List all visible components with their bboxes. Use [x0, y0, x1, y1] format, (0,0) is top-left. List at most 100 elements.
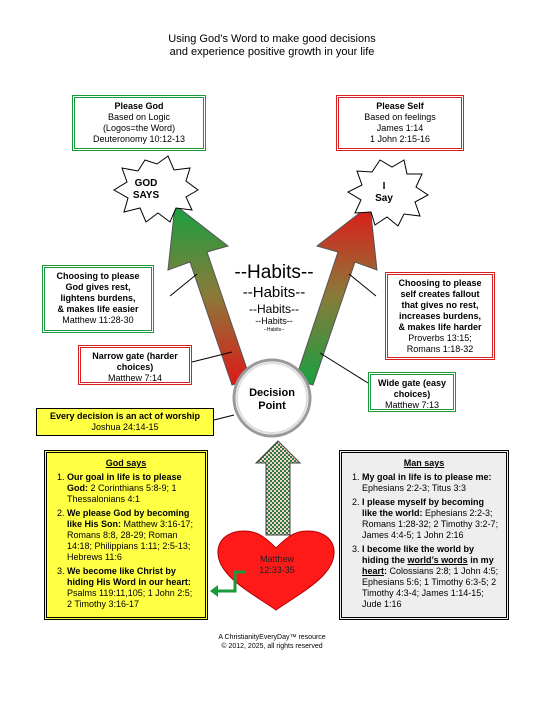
habits-5: --Habits--	[263, 327, 285, 333]
habits-4: --Habits--	[255, 316, 293, 326]
god-says-line2: SAYS	[132, 190, 160, 201]
man-says-item-1-refs: Ephesians 2:2-3; Titus 3:3	[362, 483, 467, 493]
footer-line1: A ChristianityEveryDay™ resource	[218, 634, 326, 641]
man-says-item-1-bold: My goal in life is to please me:	[362, 472, 492, 482]
decision-point-inner	[236, 362, 308, 434]
decision-point-line2: Point	[258, 400, 286, 412]
man-says-list: My goal in life is to please me: Ephesia…	[348, 472, 500, 610]
please-god-line3: Deuteronomy 10:12-13	[92, 134, 186, 144]
man-says-item-3-bold-a: I become like the world by hiding the	[362, 544, 475, 565]
choose-self-line2: self creates fallout	[400, 289, 480, 299]
please-self-line1: Based on feelings	[364, 112, 436, 122]
i-say-burst	[346, 159, 429, 227]
worship-line1: Every decision is an act of worship	[49, 411, 201, 421]
god-says-item-2-bold: We please God by becoming like His Son:	[67, 508, 190, 529]
man-says-item-2: I please myself by becoming like the wor…	[362, 497, 500, 541]
i-say-line2: Say	[375, 193, 393, 204]
wide-gate-ref: Matthew 7:13	[384, 400, 440, 410]
habits-3: --Habits--	[249, 302, 299, 316]
man-says-item-2-refs: Ephesians 2:2-3; Romans 1:28-32; 2 Timot…	[362, 508, 499, 540]
narrow-gate-box: Narrow gate (harder choices) Matthew 7:1…	[78, 345, 192, 385]
footer: A ChristianityEveryDay™ resource © 2012,…	[0, 633, 544, 651]
title-line-2: and experience positive growth in your l…	[169, 46, 375, 58]
choose-god-box: Choosing to please God gives rest, light…	[42, 265, 154, 333]
wide-gate-line2: choices)	[393, 389, 431, 399]
please-god-line1: Based on Logic	[107, 112, 171, 122]
god-says-burst	[113, 155, 199, 223]
man-says-item-3-underline-a: world’s words	[407, 555, 468, 565]
habits-2: --Habits--	[242, 284, 306, 301]
man-says-item-3-bold-b: in my	[467, 555, 494, 565]
please-self-box: Please Self Based on feelings James 1:14…	[336, 95, 464, 151]
heart-shape	[217, 530, 335, 611]
habits-1: --Habits--	[234, 262, 314, 283]
footer-line2: © 2012, 2025, all rights reserved	[221, 643, 323, 650]
choose-god-line4: & makes life easier	[57, 304, 139, 314]
choose-god-line1: Choosing to please	[56, 271, 140, 281]
habits-text: --Habits-- --Habits-- --Habits-- --Habit…	[214, 262, 334, 334]
heart-label: Matthew 12:33-35	[250, 554, 304, 576]
man-says-item-3: I become like the world by hiding the wo…	[362, 544, 500, 610]
god-says-item-3-refs: Psalms 119:11,105; 1 John 2:5; 2 Timothy…	[67, 588, 193, 609]
god-says-label: GOD SAYS	[126, 178, 166, 202]
heart-line1: Matthew	[259, 554, 294, 564]
man-says-panel-title: Man says	[403, 458, 445, 468]
choose-self-line4: increases burdens,	[398, 311, 482, 321]
choose-self-line3: that gives no rest,	[401, 300, 479, 310]
please-self-line3: 1 John 2:15-16	[369, 134, 431, 144]
choose-self-box: Choosing to please self creates fallout …	[385, 272, 495, 360]
wide-gate-line1: Wide gate (easy	[378, 378, 446, 388]
god-says-item-2: We please God by becoming like His Son: …	[67, 508, 199, 563]
god-says-item-3-bold: We become like Christ by hiding His Word…	[67, 566, 191, 587]
man-says-item-3-underline-b: heart	[362, 566, 385, 576]
choose-god-ref: Matthew 11:28-30	[62, 315, 134, 325]
choose-god-line2: God gives rest,	[65, 282, 131, 292]
narrow-gate-ref: Matthew 7:14	[107, 373, 163, 383]
choose-self-line5: & makes life harder	[398, 322, 482, 332]
heart-line2: 12:33-35	[259, 565, 295, 575]
please-god-line2: (Logos=the Word)	[102, 123, 176, 133]
god-says-item-1-refs: 2 Corinthians 5:8-9; 1 Thessalonians 4:1	[67, 483, 177, 504]
decision-point-label: Decision Point	[242, 387, 302, 413]
i-say-label: I Say	[369, 181, 399, 205]
connector-choose-god	[169, 273, 198, 297]
heart-to-godsays-arrowhead	[210, 585, 218, 597]
please-self-title: Please Self	[376, 101, 424, 111]
god-says-line1: GOD	[134, 178, 158, 189]
god-says-item-1: Our goal in life is to please God: 2 Cor…	[67, 472, 199, 505]
decision-point-circle	[232, 358, 312, 438]
please-self-line2: James 1:14	[376, 123, 424, 133]
god-says-panel: God says Our goal in life is to please G…	[44, 450, 208, 620]
god-says-list: Our goal in life is to please God: 2 Cor…	[53, 472, 199, 610]
man-says-item-3-refs: Colossians 2:8; 1 John 4:5; Ephesians 5:…	[362, 566, 499, 609]
worship-ref: Joshua 24:14-15	[91, 422, 159, 432]
please-god-title: Please God	[114, 101, 164, 111]
god-says-item-2-refs: Matthew 3:16-17; Romans 8:8, 28-29; Roma…	[67, 519, 194, 562]
please-god-box: Please God Based on Logic (Logos=the Wor…	[72, 95, 206, 151]
page-title: Using God’s Word to make good decisions …	[0, 33, 544, 59]
god-says-panel-title: God says	[105, 458, 147, 468]
i-say-line1: I	[382, 181, 386, 192]
narrow-gate-line2: choices)	[116, 362, 154, 372]
connector-wide-gate	[319, 352, 369, 384]
man-says-item-1: My goal in life is to please me: Ephesia…	[362, 472, 500, 494]
connector-worship	[213, 414, 235, 421]
man-says-item-3-bold-c: :	[384, 566, 388, 576]
wide-gate-box: Wide gate (easy choices) Matthew 7:13	[368, 372, 456, 412]
choose-self-ref2: Romans 1:18-32	[406, 344, 474, 354]
man-says-item-2-bold: I please myself by becoming like the wor…	[362, 497, 485, 518]
heart-to-godsays-arrow	[216, 570, 245, 593]
title-line-1: Using God’s Word to make good decisions	[168, 33, 376, 45]
worship-box: Every decision is an act of worship Josh…	[36, 408, 214, 436]
man-says-panel: Man says My goal in life is to please me…	[339, 450, 509, 620]
narrow-gate-line1: Narrow gate (harder	[92, 351, 178, 361]
decision-point-line1: Decision	[249, 387, 295, 399]
connector-choose-self	[348, 273, 377, 297]
god-says-item-1-bold: Our goal in life is to please God:	[67, 472, 182, 493]
choose-god-line3: lightens burdens,	[60, 293, 136, 303]
choose-self-ref1: Proverbs 13:15;	[408, 333, 472, 343]
arrow-up-from-heart	[254, 440, 302, 536]
god-says-item-3: We become like Christ by hiding His Word…	[67, 566, 199, 610]
connector-narrow-gate	[191, 351, 233, 363]
